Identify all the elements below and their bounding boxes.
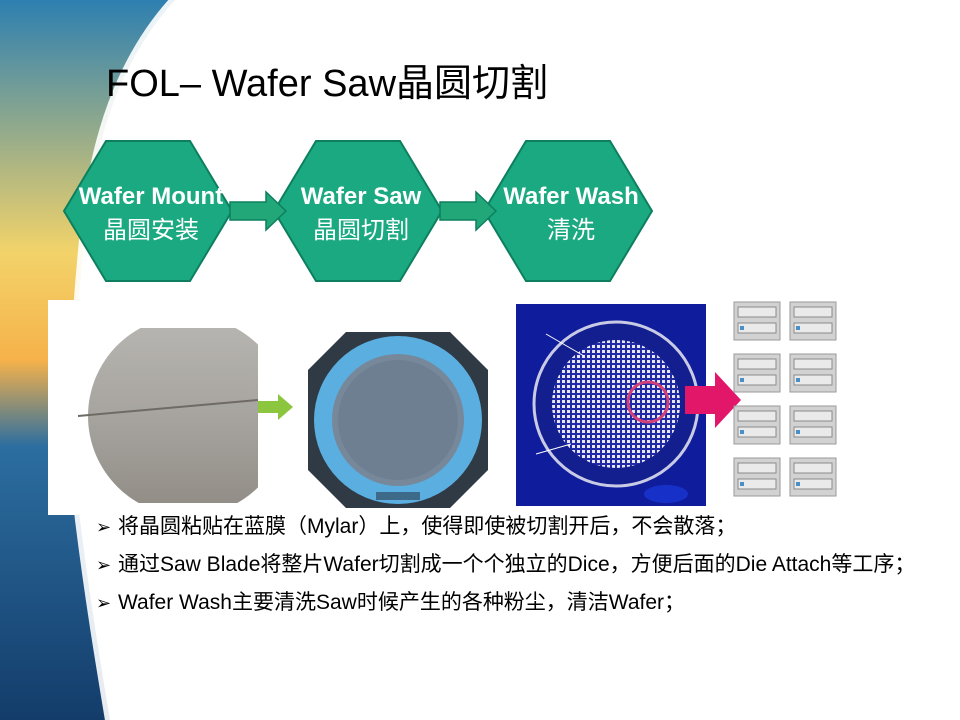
bullet-arrow-icon: ➢	[96, 555, 112, 575]
bullet-text: Wafer Wash主要清洗Saw时候产生的各种粉尘，清洁Wafer；	[118, 591, 686, 614]
step-label-zh: 晶圆切割	[313, 217, 409, 244]
slide-title: FOL– Wafer Saw晶圆切割	[106, 63, 549, 105]
pink-arrow-icon	[685, 372, 741, 428]
bullet-arrow-icon: ➢	[96, 517, 112, 537]
hexagon-label-wafer-mount: Wafer Mount 晶圆安装	[66, 180, 236, 248]
bare-wafer-image	[78, 328, 258, 503]
hexagon-wafer-mount	[62, 140, 234, 282]
step-label-en: Wafer Mount	[78, 183, 224, 210]
hexagon-label-wafer-wash: Wafer Wash 清洗	[486, 180, 656, 248]
mounted-wafer-frame-image	[308, 332, 488, 508]
flow-arrow-1	[229, 190, 288, 232]
bullet-arrow-icon: ➢	[96, 593, 112, 613]
bullet-text: 通过Saw Blade将整片Wafer切割成一个个独立的Dice，方便后面的Di…	[118, 553, 916, 576]
dice-grid-icon	[733, 301, 837, 497]
sawn-wafer-image	[516, 304, 706, 506]
step-label-zh: 清洗	[547, 217, 595, 244]
step-label-en: Wafer Saw	[300, 183, 422, 210]
bullet-list: ➢ 将晶圆粘贴在蓝膜（Mylar）上，使得即使被切割开后，不会散落； ➢ 通过S…	[96, 512, 946, 626]
process-flow-diagram	[62, 140, 654, 282]
green-arrow-icon	[258, 394, 293, 420]
flow-arrow-2	[439, 190, 498, 232]
bullet-text: 将晶圆粘贴在蓝膜（Mylar）上，使得即使被切割开后，不会散落；	[118, 515, 737, 538]
list-item: ➢ 将晶圆粘贴在蓝膜（Mylar）上，使得即使被切割开后，不会散落；	[96, 512, 946, 542]
hexagon-label-wafer-saw: Wafer Saw 晶圆切割	[276, 180, 446, 248]
list-item: ➢ 通过Saw Blade将整片Wafer切割成一个个独立的Dice，方便后面的…	[96, 550, 946, 580]
step-label-en: Wafer Wash	[503, 183, 639, 210]
list-item: ➢ Wafer Wash主要清洗Saw时候产生的各种粉尘，清洁Wafer；	[96, 588, 946, 618]
step-label-zh: 晶圆安装	[103, 217, 199, 244]
